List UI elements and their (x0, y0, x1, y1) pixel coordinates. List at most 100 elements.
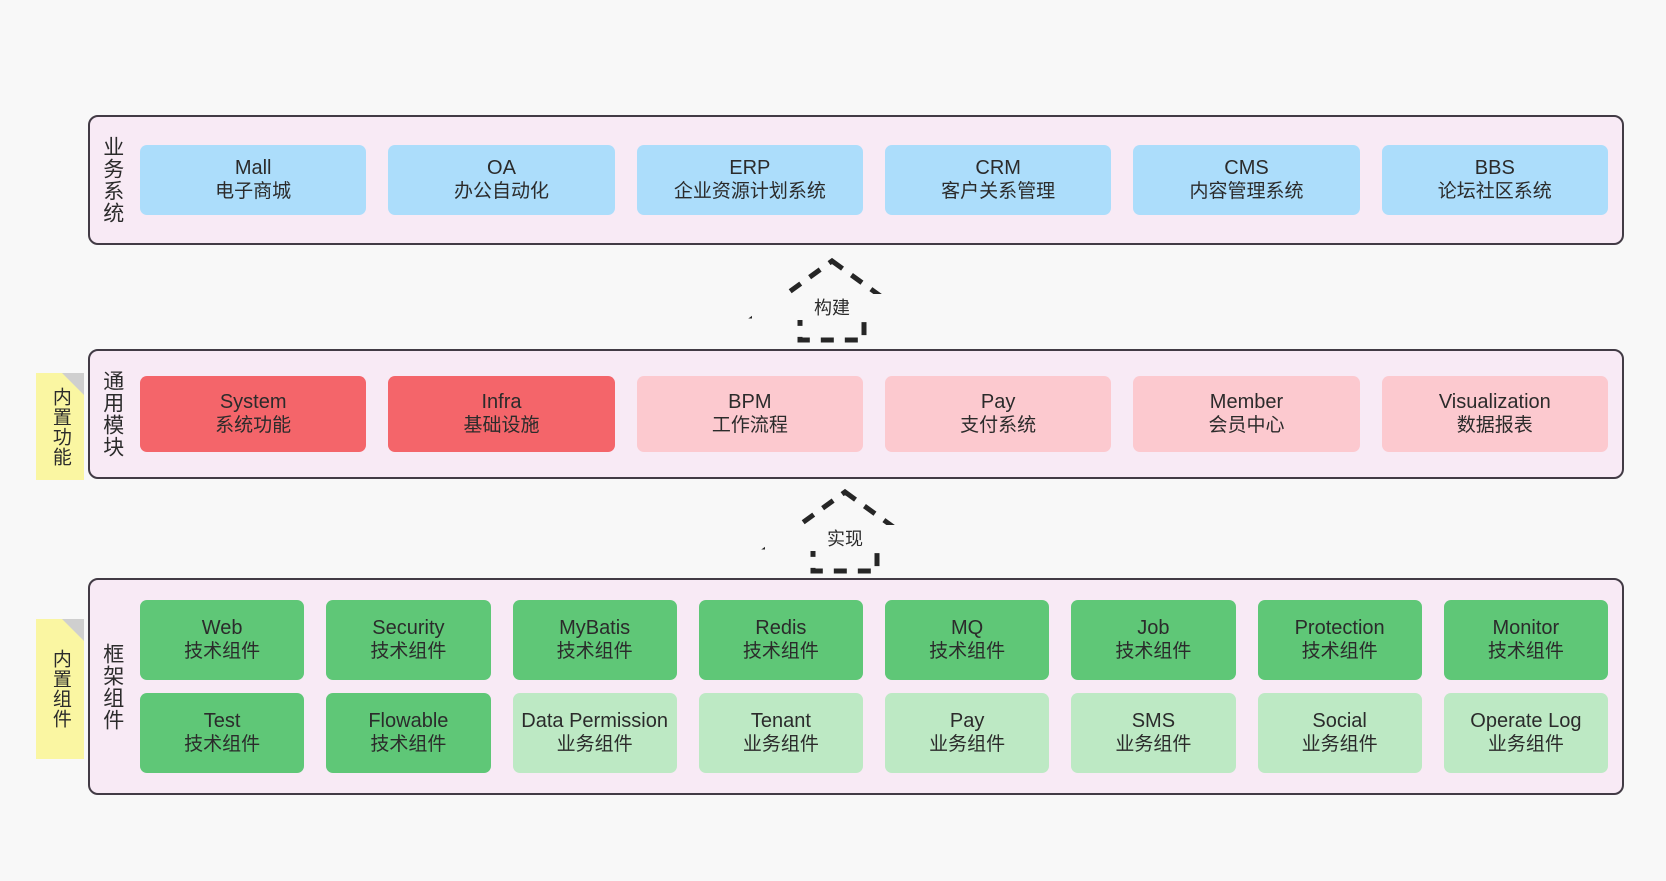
node-subtitle: 业务组件 (1487, 733, 1564, 755)
layer-business-system: 业务系统 Mall 电子商城 OA 办公自动化 ERP 企业资源计划系统 CRM… (88, 115, 1624, 245)
node-bpm[interactable]: BPM 工作流程 (636, 376, 863, 452)
node-subtitle: 系统功能 (215, 414, 292, 436)
node-subtitle: 业务组件 (742, 733, 819, 755)
node-title: CRM (975, 157, 1021, 179)
node-title: Operate Log (1470, 710, 1582, 732)
node-subtitle: 业务组件 (929, 733, 1006, 755)
node-title: System (219, 391, 287, 413)
node-title: OA (487, 157, 516, 179)
node-subtitle: 业务组件 (1301, 733, 1378, 755)
node-subtitle: 业务组件 (1115, 733, 1192, 755)
layer-body-common-modules: System 系统功能 Infra 基础设施 BPM 工作流程 Pay 支付系统… (134, 351, 1622, 477)
node-test[interactable]: Test 技术组件 (140, 693, 305, 773)
node-subtitle: 技术组件 (1487, 640, 1564, 662)
node-title: Flowable (368, 710, 449, 732)
node-title: Infra (481, 391, 522, 413)
node-subtitle: 内容管理系统 (1189, 180, 1304, 202)
node-title: Job (1137, 617, 1170, 639)
node-title: Member (1209, 391, 1284, 413)
node-title: MyBatis (559, 617, 631, 639)
layer-row: Web 技术组件 Security 技术组件 MyBatis 技术组件 Redi… (140, 600, 1608, 680)
node-title: Social (1312, 710, 1367, 732)
sticky-note-label: 内置功能 (49, 386, 71, 467)
implement-arrow: 实现 (761, 488, 929, 574)
layer-body-business-system: Mall 电子商城 OA 办公自动化 ERP 企业资源计划系统 CRM 客户关系… (134, 117, 1622, 243)
node-cms[interactable]: CMS 内容管理系统 (1133, 145, 1360, 215)
node-title: Data Permission (521, 710, 668, 732)
layer-label-framework-components: 框架组件 (100, 642, 124, 731)
node-bbs[interactable]: BBS 论坛社区系统 (1381, 145, 1608, 215)
node-tenant[interactable]: Tenant 业务组件 (698, 693, 863, 773)
node-redis[interactable]: Redis 技术组件 (698, 600, 863, 680)
node-oa[interactable]: OA 办公自动化 (388, 145, 615, 215)
layer-framework-components: 框架组件 Web 技术组件 Security 技术组件 MyBatis 技术组件… (88, 578, 1624, 795)
layer-label-business-system: 业务系统 (100, 136, 124, 224)
build-arrow: 构建 (748, 257, 916, 343)
node-system[interactable]: System 系统功能 (140, 376, 367, 452)
page-fold-icon (62, 373, 84, 395)
node-subtitle: 数据报表 (1456, 414, 1533, 436)
node-operate-log[interactable]: Operate Log 业务组件 (1443, 693, 1608, 773)
node-sms[interactable]: SMS 业务组件 (1071, 693, 1236, 773)
node-title: Web (201, 617, 243, 639)
node-title: Test (203, 710, 241, 732)
node-erp[interactable]: ERP 企业资源计划系统 (636, 145, 863, 215)
node-title: Monitor (1492, 617, 1560, 639)
node-data-permission[interactable]: Data Permission 业务组件 (512, 693, 677, 773)
node-subtitle: 电子商城 (215, 180, 292, 202)
node-subtitle: 基础设施 (463, 414, 540, 436)
node-subtitle: 技术组件 (184, 640, 261, 662)
node-protection[interactable]: Protection 技术组件 (1257, 600, 1422, 680)
node-mall[interactable]: Mall 电子商城 (140, 145, 367, 215)
node-title: BPM (728, 391, 772, 413)
node-pay-component[interactable]: Pay 业务组件 (885, 693, 1050, 773)
sticky-note-builtin-function: 内置功能 (36, 373, 84, 480)
node-job[interactable]: Job 技术组件 (1071, 600, 1236, 680)
node-security[interactable]: Security 技术组件 (326, 600, 491, 680)
node-subtitle: 技术组件 (370, 640, 447, 662)
layer-label-common-modules: 通用模块 (100, 370, 124, 458)
node-subtitle: 业务组件 (556, 733, 633, 755)
node-monitor[interactable]: Monitor 技术组件 (1443, 600, 1608, 680)
node-flowable[interactable]: Flowable 技术组件 (326, 693, 491, 773)
node-mq[interactable]: MQ 技术组件 (885, 600, 1050, 680)
node-subtitle: 技术组件 (929, 640, 1006, 662)
node-title: Pay (980, 391, 1016, 413)
node-crm[interactable]: CRM 客户关系管理 (884, 145, 1112, 215)
node-subtitle: 论坛社区系统 (1437, 180, 1552, 202)
node-title: CMS (1224, 157, 1269, 179)
node-subtitle: 办公自动化 (453, 180, 549, 202)
sticky-note-builtin-component: 内置组件 (36, 619, 84, 759)
node-web[interactable]: Web 技术组件 (140, 600, 305, 680)
node-subtitle: 技术组件 (184, 733, 261, 755)
node-social[interactable]: Social 业务组件 (1257, 693, 1422, 773)
node-infra[interactable]: Infra 基础设施 (388, 376, 615, 452)
page-fold-icon (62, 619, 84, 641)
implement-arrow-label: 实现 (765, 525, 925, 551)
node-subtitle: 会员中心 (1208, 414, 1285, 436)
node-subtitle: 技术组件 (556, 640, 633, 662)
node-member[interactable]: Member 会员中心 (1133, 376, 1360, 452)
node-title: SMS (1131, 710, 1176, 732)
node-title: Pay (949, 710, 985, 732)
node-title: MQ (951, 617, 984, 639)
layer-row: Mall 电子商城 OA 办公自动化 ERP 企业资源计划系统 CRM 客户关系… (140, 145, 1608, 215)
node-subtitle: 企业资源计划系统 (673, 180, 826, 202)
node-title: Protection (1294, 617, 1385, 639)
layer-common-modules: 通用模块 System 系统功能 Infra 基础设施 BPM 工作流程 Pay… (88, 349, 1624, 479)
node-title: Redis (755, 617, 807, 639)
node-subtitle: 技术组件 (742, 640, 819, 662)
node-mybatis[interactable]: MyBatis 技术组件 (512, 600, 677, 680)
node-title: Tenant (750, 710, 811, 732)
node-pay[interactable]: Pay 支付系统 (884, 376, 1112, 452)
node-subtitle: 客户关系管理 (941, 180, 1056, 202)
sticky-note-label: 内置组件 (49, 649, 71, 729)
node-subtitle: 技术组件 (370, 733, 447, 755)
layer-row: System 系统功能 Infra 基础设施 BPM 工作流程 Pay 支付系统… (140, 376, 1608, 452)
layer-body-framework-components: Web 技术组件 Security 技术组件 MyBatis 技术组件 Redi… (134, 580, 1622, 793)
node-visualization[interactable]: Visualization 数据报表 (1381, 376, 1608, 452)
build-arrow-label: 构建 (752, 294, 912, 320)
node-title: Visualization (1438, 391, 1551, 413)
node-subtitle: 技术组件 (1301, 640, 1378, 662)
